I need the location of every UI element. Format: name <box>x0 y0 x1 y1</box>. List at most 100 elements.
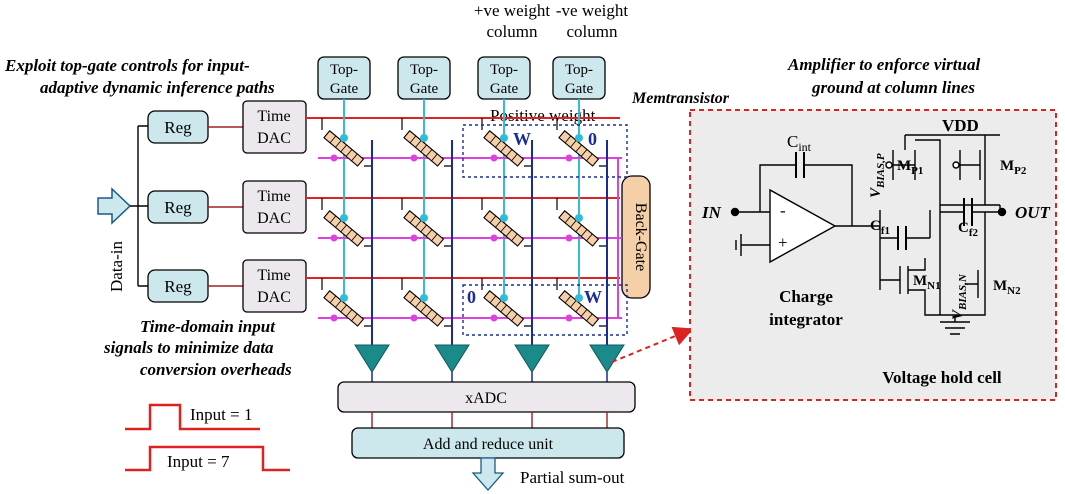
memtransistor-cell <box>321 118 372 167</box>
neg-column-label-line2: column <box>567 22 618 41</box>
input-7-label: Input = 7 <box>167 452 230 471</box>
top-gate-label-top: Top- <box>410 62 438 78</box>
memtransistor-array <box>321 118 607 327</box>
weight-zero-label-bottom: 0 <box>467 287 476 307</box>
memtransistor-cell <box>401 198 452 247</box>
reg-block-1: Reg <box>147 110 209 144</box>
time-domain-annotation-line3: conversion overheads <box>140 360 292 379</box>
mp2-label: MP2 <box>1000 158 1027 177</box>
row-word-lines <box>306 117 620 279</box>
vbias-p-label: VBIAS,P <box>868 153 887 198</box>
circuit-out-label: OUT <box>1015 203 1051 222</box>
xadc-block: xADC <box>337 381 636 413</box>
exploit-annotation-line1: Exploit top-gate controls for input- <box>4 56 250 75</box>
memtransistor-label: Memtransistor <box>631 90 730 107</box>
add-reduce-label: Add and reduce unit <box>423 436 554 453</box>
xadc-label: xADC <box>465 390 507 407</box>
top-gate-block-3: Top- Gate <box>477 56 531 100</box>
time-domain-annotation-line1: Time-domain input <box>140 317 276 336</box>
reg-label: Reg <box>164 118 192 137</box>
column-amplifier <box>354 344 390 373</box>
back-gate-block: Back-Gate <box>621 175 651 299</box>
column-amplifier <box>514 344 550 373</box>
amplifier-annotation-line2: ground at column lines <box>811 78 975 97</box>
time-dac-label-top: Time <box>257 267 290 284</box>
weight-w-label-top: W <box>513 129 531 149</box>
circuit-wires <box>730 134 1007 335</box>
mn2-label: MN2 <box>993 278 1021 297</box>
pos-column-label-line1: +ve weight <box>474 1 550 20</box>
memtransistor-cell <box>481 198 532 247</box>
cint-label: Cint <box>787 132 812 154</box>
top-gate-block-1: Top- Gate <box>317 56 371 100</box>
add-reduce-block: Add and reduce unit <box>351 427 625 459</box>
top-gate-label-top: Top- <box>565 62 593 78</box>
top-gate-label-top: Top- <box>490 62 518 78</box>
partial-sum-label: Partial sum-out <box>520 468 625 487</box>
column-bit-lines <box>371 140 608 345</box>
top-gate-label-bottom: Gate <box>410 81 439 97</box>
reg-block-3: Reg <box>147 269 209 303</box>
opamp-plus-label: + <box>778 233 788 252</box>
top-gate-label-top: Top- <box>330 62 358 78</box>
memtransistor-cell <box>556 118 607 167</box>
time-dac-label-bottom: DAC <box>257 289 291 306</box>
memtransistor-cell <box>321 198 372 247</box>
top-gate-block-2: Top- Gate <box>397 56 451 100</box>
memtransistor-cell <box>556 278 607 327</box>
time-dac-block-2: Time DAC <box>242 180 307 234</box>
voltage-hold-cell-label: Voltage hold cell <box>882 368 1002 387</box>
mp1-label: MP1 <box>897 158 923 177</box>
data-in-arrow <box>97 187 132 225</box>
memtransistor-cell <box>481 118 532 167</box>
time-domain-annotation-line2: signals to minimize data <box>103 338 274 357</box>
vdd-label: VDD <box>942 116 979 135</box>
exploit-annotation-line2: adaptive dynamic inference paths <box>40 78 275 97</box>
time-dac-label-top: Time <box>257 108 290 125</box>
charge-integrator-label-line2: integrator <box>769 310 843 329</box>
column-amplifiers <box>354 344 625 373</box>
cf1-label: Cf1 <box>870 218 890 237</box>
amp-to-adc-links <box>371 372 608 382</box>
time-dac-block-3: Time DAC <box>242 259 307 313</box>
reg-to-dac-links <box>208 126 243 287</box>
opamp-minus-label: - <box>780 201 786 220</box>
partial-sum-arrow <box>471 457 505 491</box>
time-dac-label-bottom: DAC <box>257 210 291 227</box>
mn1-label: MN1 <box>913 273 941 292</box>
top-gate-lines <box>343 99 580 298</box>
adc-to-reduce-links <box>371 412 608 428</box>
reg-label: Reg <box>164 277 192 296</box>
top-gate-label-bottom: Gate <box>565 81 594 97</box>
memtransistor-cell <box>321 278 372 327</box>
back-gate-label: Back-Gate <box>632 203 649 271</box>
cf2-label: Cf2 <box>958 220 979 239</box>
memtransistor-cell <box>556 198 607 247</box>
top-gate-label-bottom: Gate <box>490 81 519 97</box>
circuit-panel <box>689 109 1057 401</box>
input-1-label: Input = 1 <box>190 405 252 424</box>
memtransistor-cell <box>481 278 532 327</box>
data-in-label: Data-in <box>107 241 126 292</box>
time-dac-block-1: Time DAC <box>242 100 307 154</box>
negative-weight-box <box>462 284 628 336</box>
memtransistor-cell <box>401 278 452 327</box>
input-1-waveform <box>125 403 260 431</box>
vbias-n-label: VBIAS,N <box>950 273 969 320</box>
data-in-fanout <box>130 125 148 287</box>
top-gate-block-4: Top- Gate <box>552 56 606 100</box>
weight-w-label-bottom: W <box>584 287 602 307</box>
amplifier-annotation-line1: Amplifier to enforce virtual <box>787 55 980 74</box>
circuit-in-label: IN <box>701 203 722 222</box>
column-amplifier <box>434 344 470 373</box>
pos-column-label-line2: column <box>487 22 538 41</box>
neg-column-label-line1: -ve weight <box>556 1 629 20</box>
reg-label: Reg <box>164 198 192 217</box>
top-gate-label-bottom: Gate <box>330 81 359 97</box>
time-dac-label-bottom: DAC <box>257 130 291 147</box>
input-7-waveform <box>125 445 290 472</box>
column-amplifier <box>589 344 625 373</box>
positive-weight-label: Positive weight <box>490 106 596 125</box>
time-dac-label-top: Time <box>257 188 290 205</box>
